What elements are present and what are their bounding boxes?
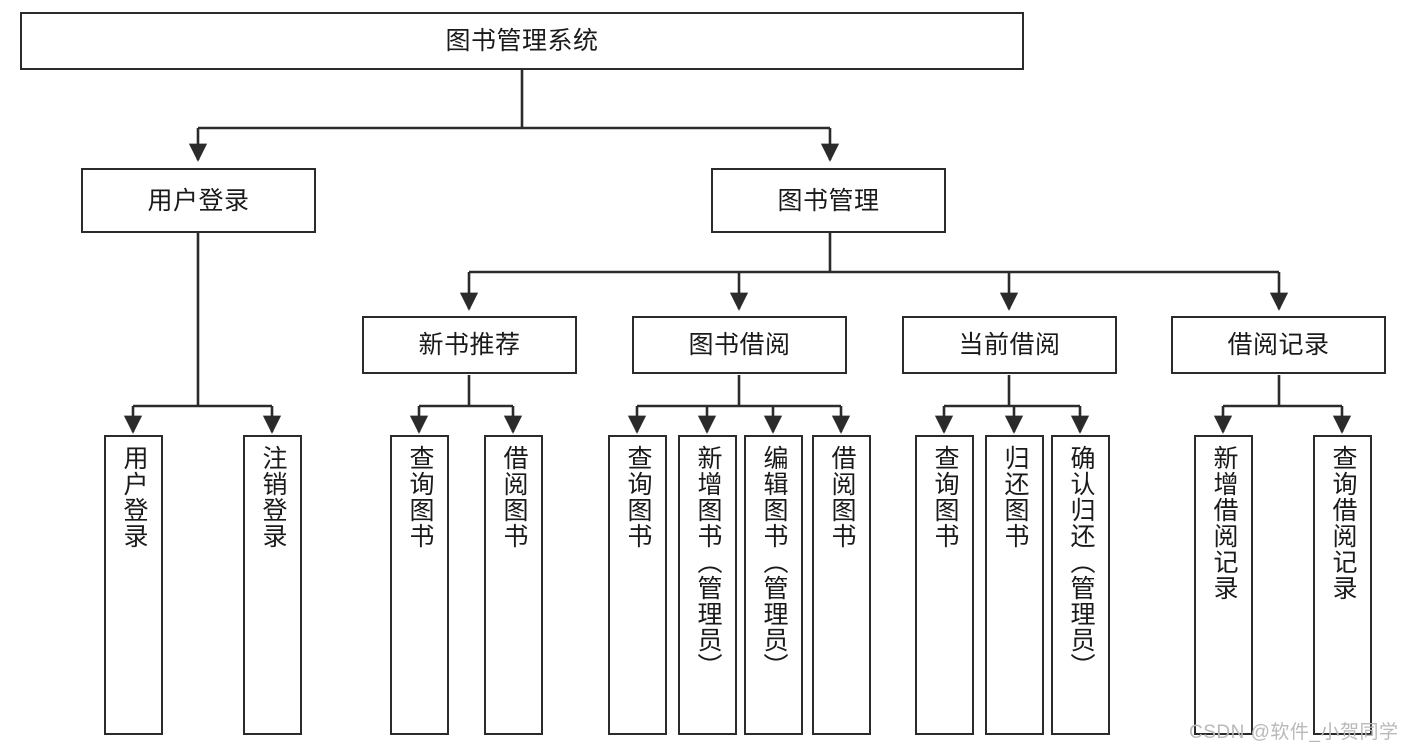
node-label: 借阅记录 <box>1227 331 1330 359</box>
node-book-management[interactable]: 图书管理 <box>711 168 946 233</box>
node-current-borrow[interactable]: 当前借阅 <box>902 316 1117 374</box>
node-root-system[interactable]: 图书管理系统 <box>20 12 1024 70</box>
node-new-book-recommend[interactable]: 新书推荐 <box>362 316 577 374</box>
node-borrow-record[interactable]: 借阅记录 <box>1171 316 1386 374</box>
node-label: 归还图书 <box>1001 445 1029 549</box>
leaf-new-book-borrow[interactable]: 借阅图书 <box>484 435 543 735</box>
node-label: 借阅图书 <box>500 445 528 549</box>
leaf-borrow-record-query[interactable]: 查询借阅记录 <box>1313 435 1372 735</box>
node-label: 新书推荐 <box>418 331 521 359</box>
node-label: 注销登录 <box>259 445 287 549</box>
leaf-book-borrow-edit[interactable]: 编辑图书（管理员） <box>744 435 803 735</box>
leaf-book-borrow-add[interactable]: 新增图书（管理员） <box>678 435 737 735</box>
node-book-borrow[interactable]: 图书借阅 <box>632 316 847 374</box>
node-label: 新增图书（管理员） <box>694 445 722 679</box>
node-label: 借阅图书 <box>828 445 856 549</box>
node-label: 图书管理 <box>777 186 880 215</box>
csdn-watermark: CSDN @软件_小贺同学 <box>1189 722 1399 743</box>
node-label: 当前借阅 <box>958 331 1061 359</box>
node-label: 编辑图书（管理员） <box>760 445 788 679</box>
node-label: 新增借阅记录 <box>1210 445 1238 601</box>
node-label: 图书借阅 <box>688 331 791 359</box>
leaf-current-borrow-confirm-return[interactable]: 确认归还（管理员） <box>1051 435 1110 735</box>
node-label: 查询借阅记录 <box>1329 445 1357 601</box>
leaf-current-borrow-query[interactable]: 查询图书 <box>915 435 974 735</box>
node-label: 查询图书 <box>406 445 434 549</box>
node-user-login[interactable]: 用户登录 <box>81 168 316 233</box>
leaf-current-borrow-return[interactable]: 归还图书 <box>985 435 1044 735</box>
node-label: 查询图书 <box>931 445 959 549</box>
leaf-borrow-record-add[interactable]: 新增借阅记录 <box>1194 435 1253 735</box>
node-label: 确认归还（管理员） <box>1067 445 1095 679</box>
leaf-user-login-signout[interactable]: 注销登录 <box>243 435 302 735</box>
leaf-book-borrow-borrow[interactable]: 借阅图书 <box>812 435 871 735</box>
node-label: 用户登录 <box>120 445 148 549</box>
node-label: 查询图书 <box>624 445 652 549</box>
node-label: 图书管理系统 <box>445 27 599 55</box>
leaf-new-book-query[interactable]: 查询图书 <box>390 435 449 735</box>
leaf-user-login-signin[interactable]: 用户登录 <box>104 435 163 735</box>
node-label: 用户登录 <box>147 186 250 215</box>
leaf-book-borrow-query[interactable]: 查询图书 <box>608 435 667 735</box>
